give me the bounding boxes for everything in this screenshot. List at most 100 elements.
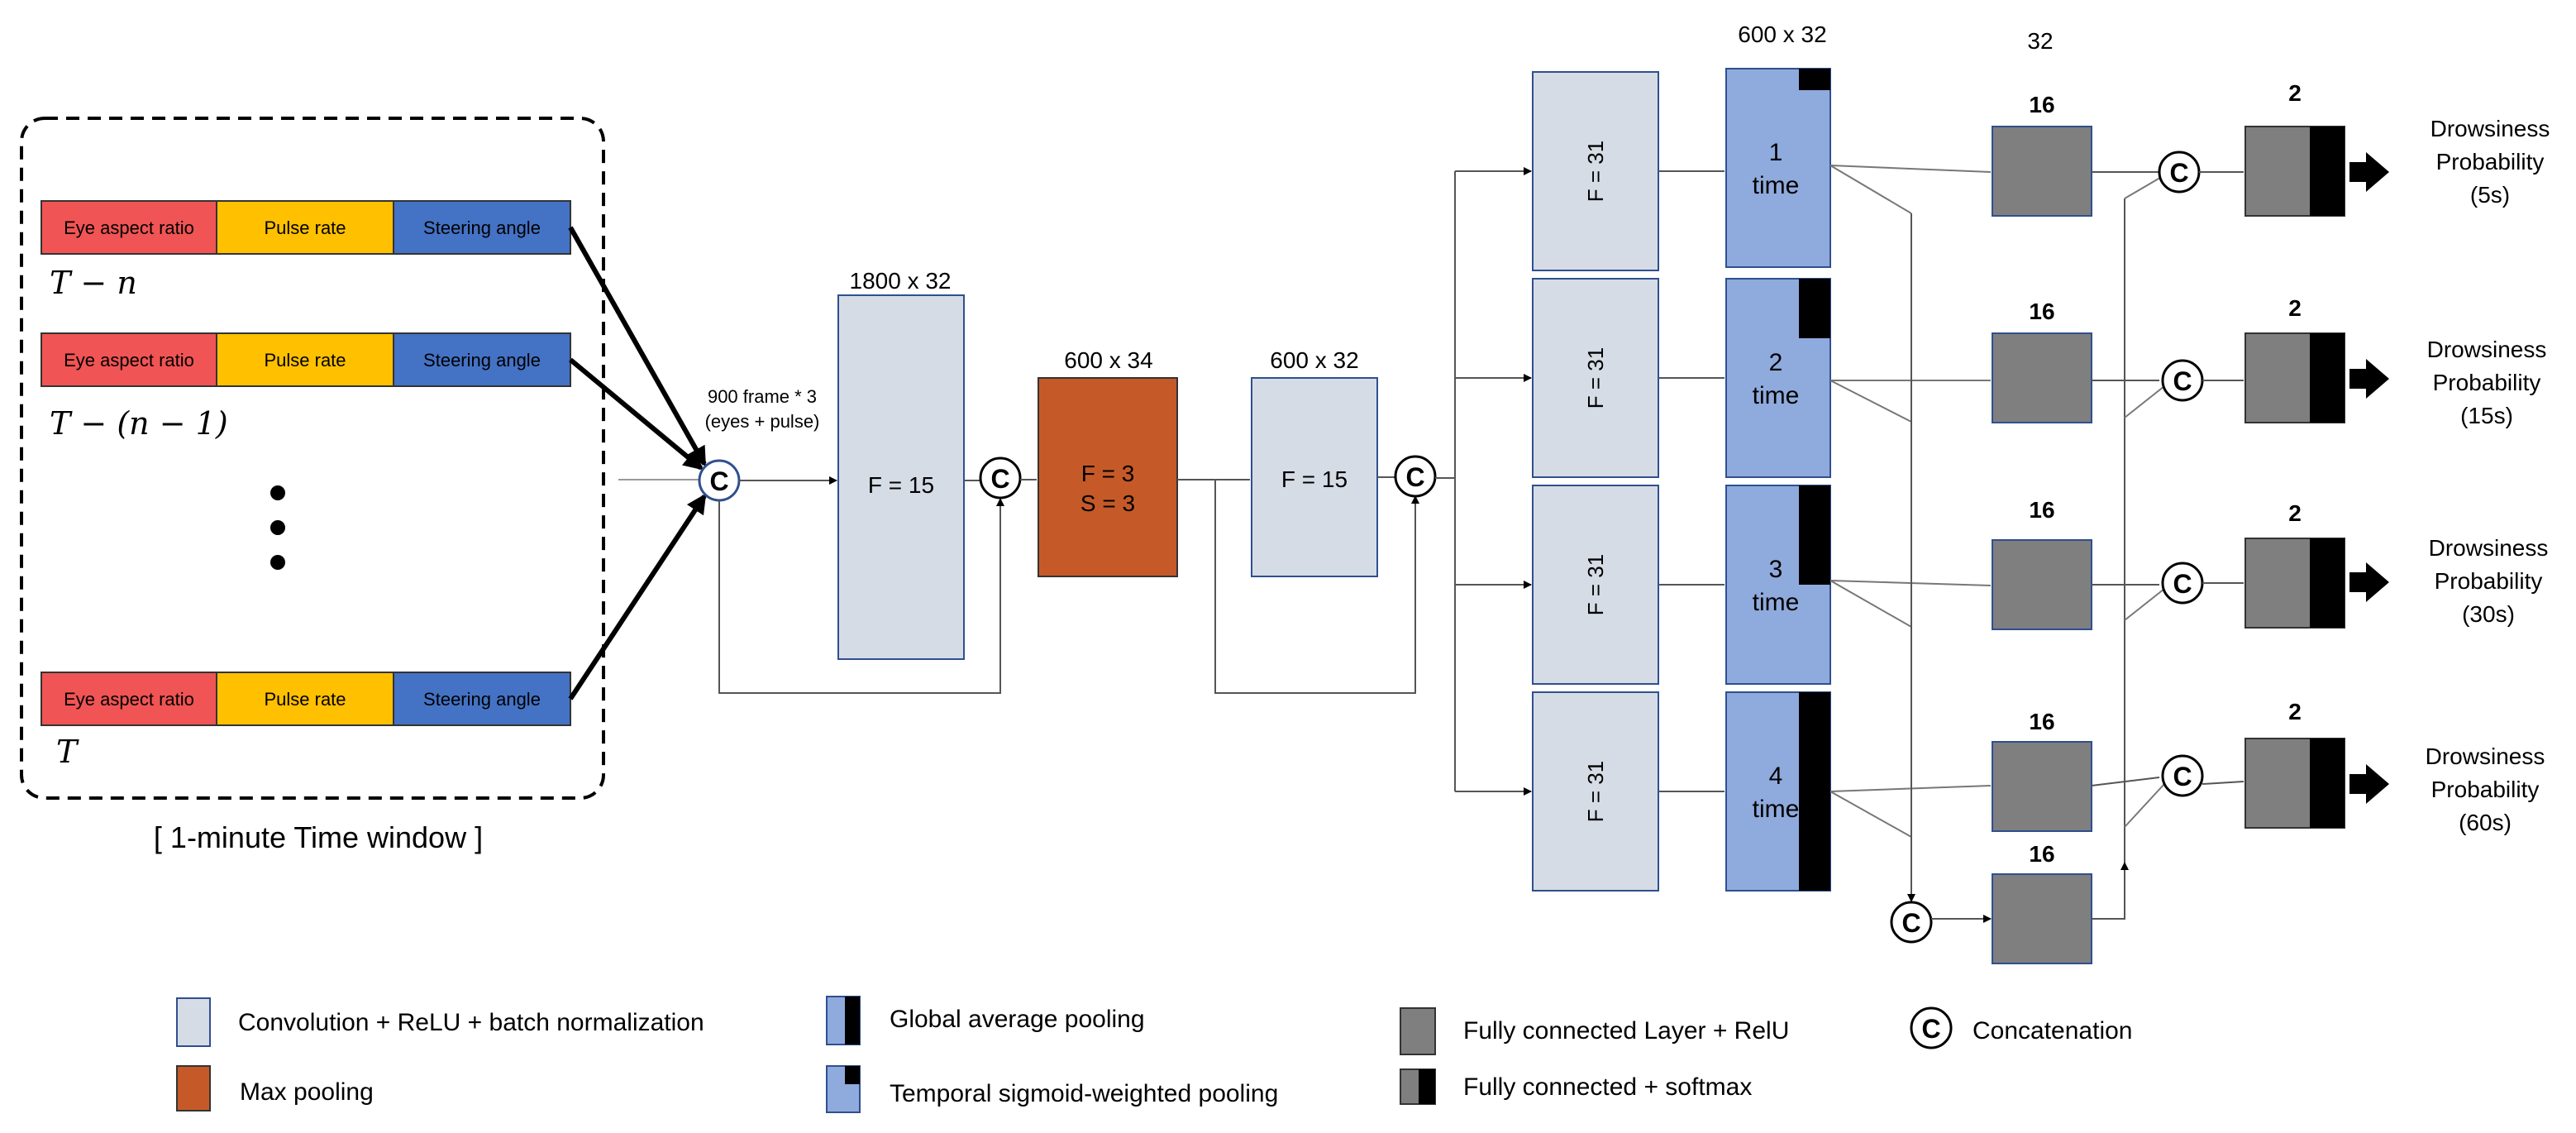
fc-size-label: 16: [2029, 92, 2054, 117]
concat-node-2: C: [979, 457, 1022, 500]
conv2-size-label: 600 x 32: [1270, 347, 1358, 373]
concat-node-1: C: [698, 459, 741, 502]
branch-links: [1658, 170, 1724, 792]
shared-fc-output: [2092, 862, 2129, 920]
output-arrow-icon: [2349, 764, 2389, 804]
temporal-weight-bar: [1799, 692, 1830, 891]
shared-to-concat-lines: [2124, 174, 2165, 828]
maxpool-block: [1038, 377, 1178, 577]
branch-conv-3: F = 31: [1532, 485, 1659, 685]
input-row-t: Eye aspect ratio Pulse rate Steering ang…: [41, 672, 571, 726]
legend-tsp-swatch: [826, 1065, 861, 1113]
output-label-5s: Drowsiness Probability (5s): [2431, 116, 2550, 208]
eye-aspect-ratio-segment: [41, 672, 217, 726]
svg-text:C: C: [2169, 158, 2188, 188]
output-size-label: 2: [2288, 699, 2302, 724]
fc-size-label: 16: [2029, 497, 2054, 523]
svg-text:Probability: Probability: [2431, 777, 2540, 802]
svg-text:(15s): (15s): [2460, 403, 2513, 428]
svg-text:Drowsiness: Drowsiness: [2427, 337, 2547, 362]
temporal-block-3: 3 time: [1725, 485, 1831, 685]
svg-text:Probability: Probability: [2436, 149, 2545, 174]
output-block-4: 2: [2244, 699, 2345, 829]
eye-aspect-ratio-label: Eye aspect ratio: [64, 689, 194, 710]
row-label-t: T: [56, 734, 79, 770]
fc-size-label: 16: [2029, 709, 2054, 734]
legend-fc-relu-swatch: [1400, 1007, 1436, 1055]
svg-text:Drowsiness: Drowsiness: [2431, 116, 2550, 141]
legend-tsp-swatch-bar: [845, 1066, 860, 1084]
legend-concat-icon-letter: C: [1921, 1014, 1940, 1044]
concat-node-3: C: [1394, 455, 1437, 498]
output-arrow-icon: [2349, 359, 2389, 399]
output-block-1: 2: [2244, 80, 2345, 217]
branch-conv-1-label: F = 31: [1583, 141, 1608, 202]
pulse-rate-label: Pulse rate: [264, 689, 346, 710]
pulse-rate-segment: [216, 200, 394, 255]
svg-text:Probability: Probability: [2433, 370, 2541, 395]
legend-fc-softmax-swatch-bar: [1419, 1069, 1435, 1104]
temporal-size-label: 600 x 32: [1738, 22, 1826, 47]
output-label-30s: Drowsiness Probability (30s): [2429, 535, 2549, 627]
svg-text:4: 4: [1769, 763, 1783, 790]
time-window-caption: [ 1-minute Time window ]: [154, 820, 483, 854]
svg-text:(30s): (30s): [2462, 601, 2515, 627]
legend-concat-label: Concatenation: [1973, 1017, 2132, 1045]
output-arrow-icon: [2349, 562, 2389, 602]
pulse-rate-segment: [216, 672, 394, 726]
svg-text:time: time: [1753, 172, 1800, 199]
time-window-frame: [20, 117, 605, 800]
maxpool-stride-label: S = 3: [1080, 490, 1135, 516]
temporal-weight-bar: [1799, 485, 1830, 585]
svg-text:2: 2: [1769, 349, 1783, 376]
eye-aspect-ratio-segment: [41, 200, 217, 255]
legend-maxpool-swatch: [176, 1065, 211, 1111]
conv1-size-label: 1800 x 32: [850, 268, 952, 294]
svg-text:Drowsiness: Drowsiness: [2426, 743, 2545, 769]
legend-conv-label: Convolution + ReLU + batch normalization: [238, 1009, 704, 1036]
ellipsis-dots: [270, 485, 285, 570]
svg-text:time: time: [1753, 589, 1800, 616]
branch-conv-2-label: F = 31: [1583, 347, 1608, 409]
output-block-2: 2: [2244, 295, 2345, 423]
legend-fc-relu-label: Fully connected Layer + RelU: [1463, 1017, 1789, 1045]
output-size-label: 2: [2288, 80, 2302, 106]
legend: Convolution + ReLU + batch normalization…: [176, 996, 2132, 1113]
gap-size-label: 32: [2027, 28, 2053, 54]
temporal-weight-bar: [1799, 279, 1830, 338]
fc-block-2: 16: [1992, 299, 2092, 423]
skip-connection-1: [718, 498, 1004, 694]
fc-block-4: 16: [1992, 709, 2092, 832]
temporal-block-2: 2 time: [1725, 278, 1831, 478]
svg-text:C: C: [2173, 569, 2192, 599]
concat-note-line2: (eyes + pulse): [705, 411, 820, 432]
branch-conv-3-label: F = 31: [1583, 554, 1608, 615]
svg-text:time: time: [1753, 796, 1800, 823]
concat-node-gap: C: [1890, 901, 1933, 944]
fc-size-label: 16: [2029, 841, 2054, 867]
branch-conv-1: F = 31: [1532, 71, 1659, 271]
input-arrows: [568, 226, 707, 700]
fc-block-1: 16: [1992, 92, 2092, 217]
steering-angle-label: Steering angle: [423, 350, 541, 370]
svg-text:C: C: [2173, 762, 2192, 791]
maxpool-filter-label: F = 3: [1081, 461, 1135, 486]
row-label-t-minus-n: T − n: [50, 265, 137, 301]
branch-conv-4-label: F = 31: [1583, 761, 1608, 822]
fc-to-concat-lines: [2091, 171, 2160, 786]
conv2-filter-label: F = 15: [1281, 466, 1348, 492]
legend-tsp-label: Temporal sigmoid-weighted pooling: [890, 1080, 1278, 1107]
steering-angle-label: Steering angle: [423, 218, 541, 238]
pulse-rate-segment: [216, 332, 394, 387]
concat-node-out-4: C: [2161, 754, 2204, 797]
svg-text:C: C: [1405, 462, 1424, 492]
output-arrows: [2349, 152, 2389, 804]
output-arrow-icon: [2349, 152, 2389, 192]
eye-aspect-ratio-label: Eye aspect ratio: [64, 350, 194, 370]
output-block-3: 2: [2244, 500, 2345, 629]
concat-node-out-3: C: [2161, 562, 2204, 605]
fc-size-label: 16: [2029, 299, 2054, 324]
steering-angle-segment: [393, 332, 571, 387]
temporal-block-1: 1 time: [1725, 68, 1831, 268]
legend-concat-icon: [1910, 1006, 1953, 1049]
